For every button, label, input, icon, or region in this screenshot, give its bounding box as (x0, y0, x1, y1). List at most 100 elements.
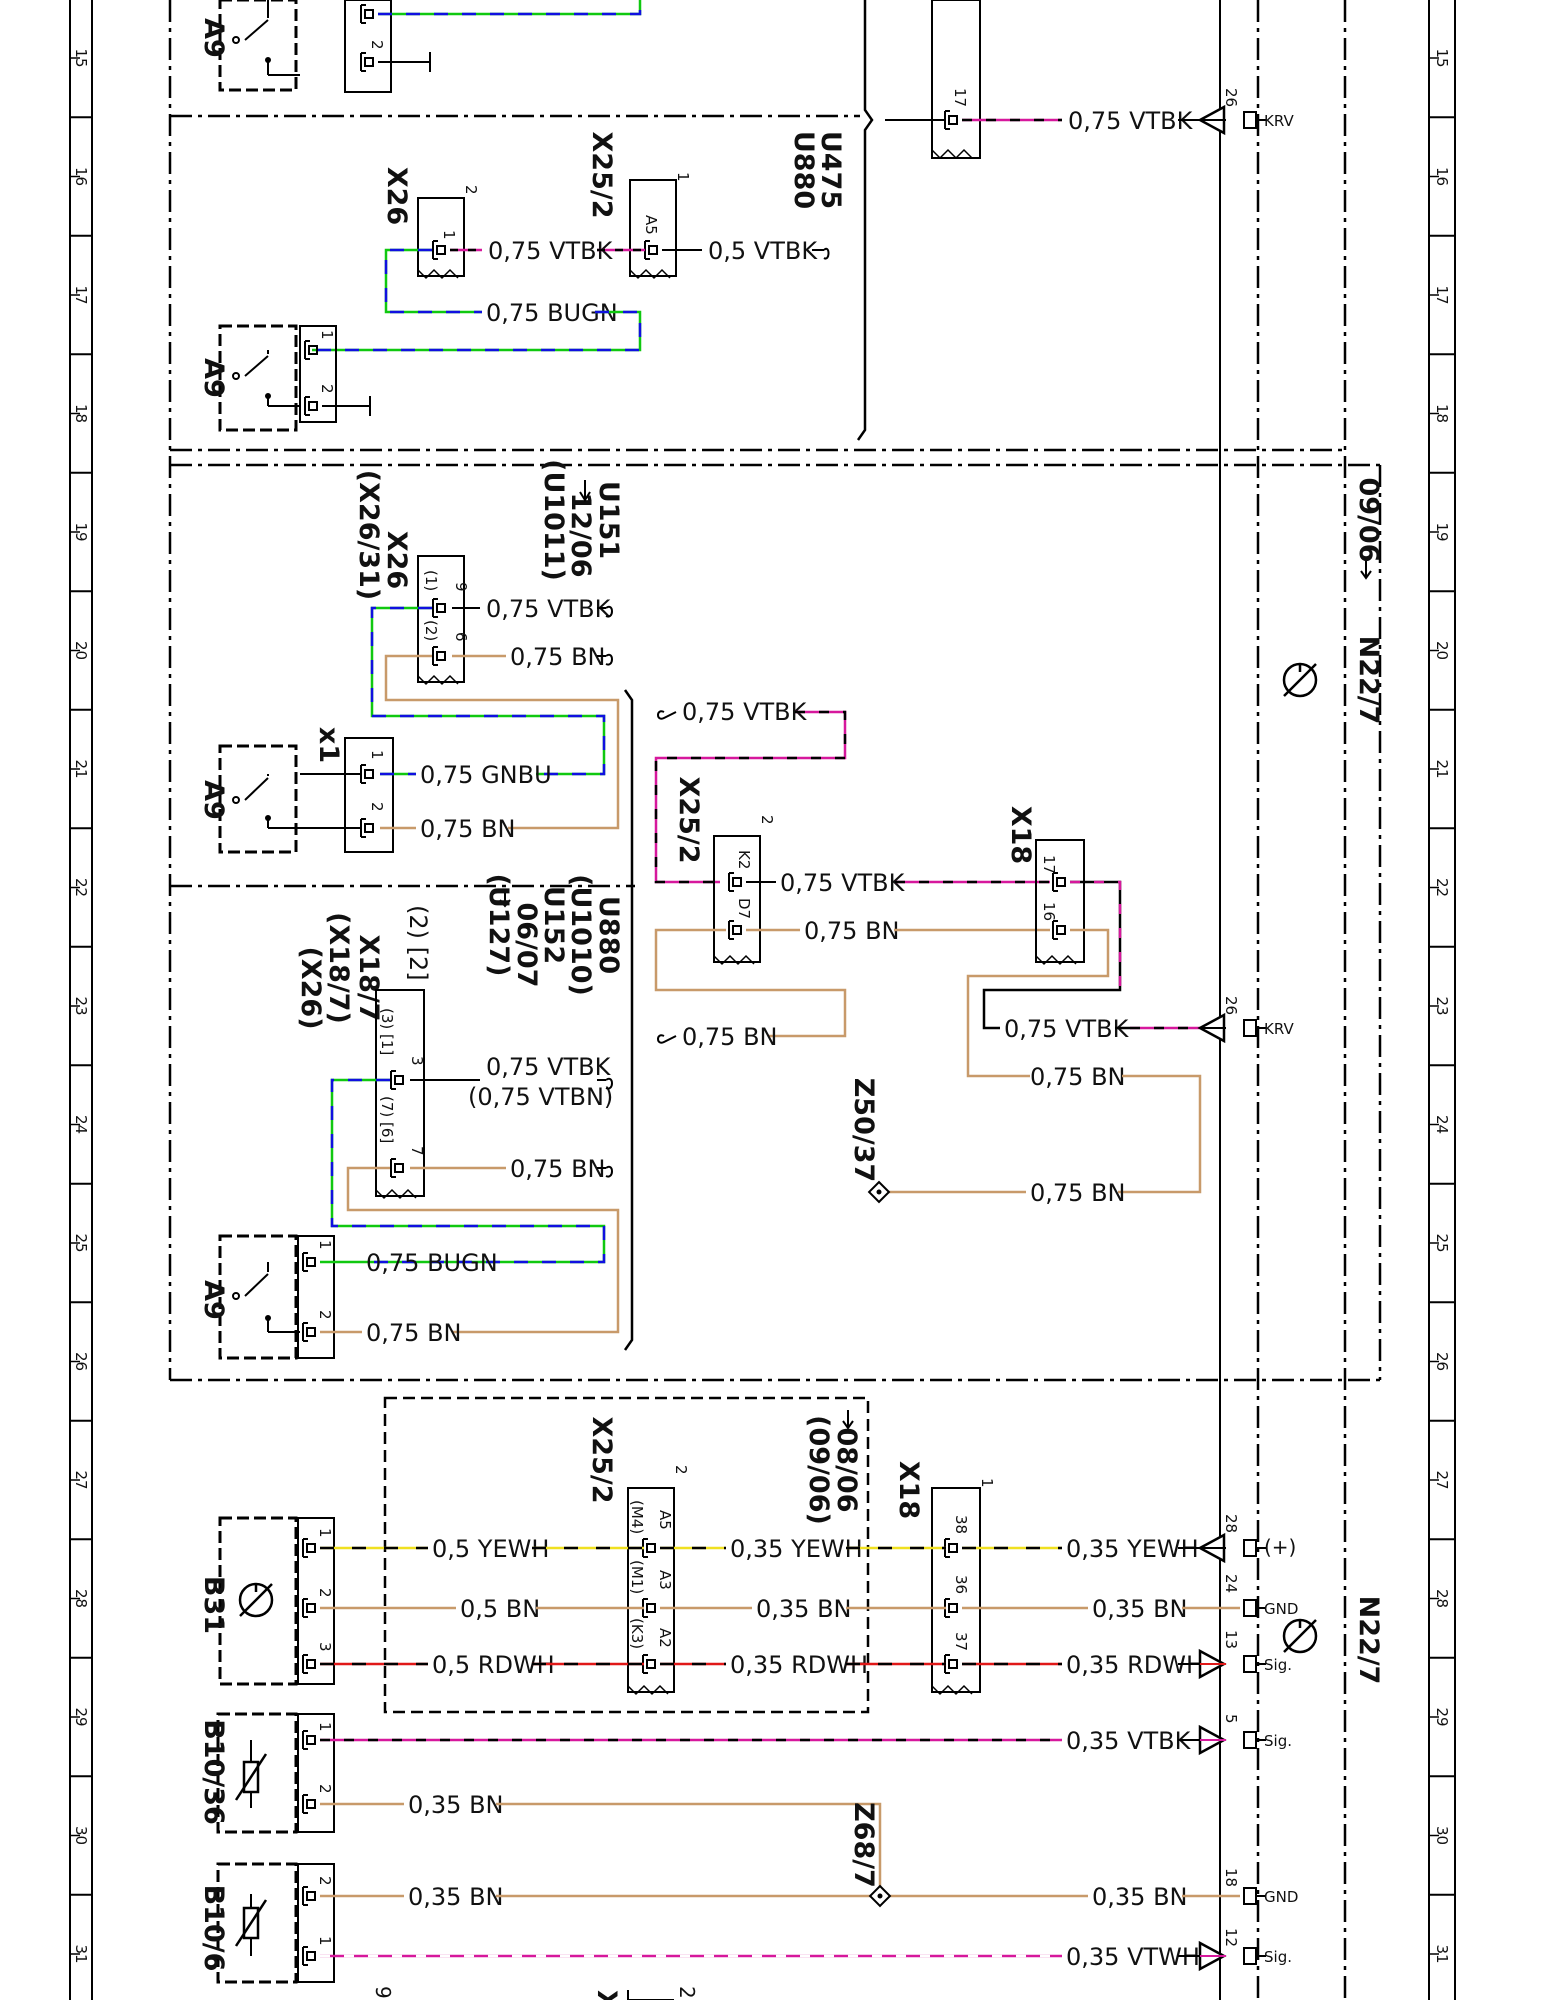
a9-switch-15 (218, 0, 300, 92)
signal-label: Sig. (1264, 1656, 1292, 1674)
u475-label: U475 (815, 131, 846, 209)
pin-label: (2) (422, 620, 440, 641)
signal-label: GND (1264, 1600, 1298, 1618)
wire-label: 0,35 RDWH (730, 1651, 868, 1679)
wire-label: 0,75 BN (1030, 1179, 1125, 1207)
wire-label: 0,75 VTBK (488, 237, 614, 265)
ruler-row-number: 25 (1433, 1233, 1451, 1252)
wire-label: 0,75 BN (1030, 1063, 1125, 1091)
ruler-row-number: 23 (1433, 996, 1451, 1015)
wire-label: 0,35 BN (408, 1791, 503, 1819)
wire-label: 0,75 VTBK (1004, 1015, 1130, 1043)
right-ruler (1428, 0, 1456, 2000)
u127-label: (U127) (483, 874, 514, 977)
a9-switch-17 (218, 324, 300, 432)
wire-label: (0,75 VTBN) (468, 1083, 613, 1111)
u880-label: U880 (788, 131, 819, 209)
x18-connector-27 (931, 1487, 981, 1693)
b10-36-label: B10/36 (198, 1719, 229, 1825)
signal-input-icon (1198, 1013, 1228, 1043)
pin-label: A2 (656, 1628, 674, 1648)
pin-label: 13 (1222, 1630, 1240, 1649)
signal-output-icon (1198, 1648, 1227, 1680)
ruler-tick (70, 1597, 1455, 1659)
wire-label: 0,75 BN (510, 1155, 605, 1183)
wire-label: 0,75 BN (420, 815, 515, 843)
ruler-row-number: 20 (1433, 641, 1451, 660)
ruler-tick (70, 294, 1455, 356)
ruler-tick (70, 1834, 1455, 1896)
pin-label: (K3) (628, 1618, 646, 1649)
pin-label: 17 (951, 88, 969, 107)
wire-label: 0,35 BN (756, 1595, 851, 1623)
pin-label: 9 (452, 582, 470, 592)
wire-label: 0,75 GNBU (420, 761, 552, 789)
x18-7-connector (375, 989, 425, 1197)
x26-31-label: (X26/31) (353, 470, 384, 601)
pin-label: (M1) (628, 1560, 646, 1594)
pin-label: 9 (371, 1986, 395, 1999)
pin-label: 38 (952, 1515, 970, 1534)
pin-label: 37 (952, 1632, 970, 1651)
b10-36-connector (297, 1713, 335, 1833)
wire-label: 0,35 VTWH (1066, 1943, 1200, 1971)
wire-label: 0,5 BN (460, 1595, 540, 1623)
x18-connector-21 (1035, 839, 1085, 963)
signal-input-icon (1198, 1533, 1228, 1563)
ruler-row-number: 27 (1433, 1470, 1451, 1489)
b10-6-connector (297, 1863, 335, 1983)
b31-label: B31 (198, 1576, 229, 1634)
pin-label: 1 (978, 1478, 996, 1488)
wire-label: 0,75 BN (682, 1023, 777, 1051)
pin-label: 1 (316, 1722, 334, 1732)
pin-label: 26 (1222, 88, 1240, 107)
ruler-tick (70, 1716, 1455, 1778)
signal-output-icon (1198, 1940, 1227, 1972)
pin-label: 26 (1222, 996, 1240, 1015)
ruler-tick (70, 649, 1455, 711)
pin-label: 3 (408, 1056, 426, 1066)
a9-connector-17 (299, 325, 337, 423)
ruler-row-number: 21 (72, 759, 90, 778)
wire-label: 0,35 YEWH (1066, 1535, 1199, 1563)
ruler-row-number: 28 (72, 1589, 90, 1608)
x26b-label: (X26) (295, 946, 326, 1029)
ruler-row-number: 20 (72, 641, 90, 660)
x1-label: x1 (313, 727, 344, 763)
u151-label: U151 (593, 481, 624, 559)
pin-label: 1 (318, 330, 336, 340)
b31-sensor (218, 1516, 298, 1686)
wire-label: 0,5 YEWH (432, 1535, 549, 1563)
z50-37-label: Z50/37 (848, 1078, 879, 1183)
ruler-row-number: 26 (1433, 1352, 1451, 1371)
x25-2-label-21: X25/2 (673, 776, 704, 863)
pin-label: 1 (368, 750, 386, 760)
ruler-row-number: 25 (72, 1233, 90, 1252)
ruler-row-number: 16 (72, 167, 90, 186)
pin-label: 5 (1222, 1714, 1240, 1724)
signal-label: (+) (1264, 1535, 1296, 1559)
ruler-row-number: 31 (1433, 1944, 1451, 1963)
ruler-row-number: 15 (1433, 48, 1451, 67)
pin-label: 1 (316, 1240, 334, 1250)
signal-label: Sig. (1264, 1732, 1292, 1750)
pin-label: A3 (656, 1570, 674, 1590)
wire-label: 0,35 BN (1092, 1595, 1187, 1623)
ruler-tick (70, 412, 1455, 474)
signal-output-icon (1198, 1724, 1227, 1756)
sensor-icon (1282, 1618, 1318, 1654)
wire-label: 0,35 VTBK (1066, 1727, 1192, 1755)
a9-connector-25 (297, 1235, 335, 1359)
ruler-row-number: 29 (1433, 1707, 1451, 1726)
braces (623, 0, 874, 1351)
wire-label: 0,75 VTBK (682, 698, 808, 726)
ground-point-icon (868, 1884, 892, 1908)
n22-7-ref: 09/06 (1353, 477, 1384, 562)
pin-label: 2 (318, 384, 336, 394)
wire-label: 0,5 VTBK (708, 237, 818, 265)
pin-label: 1 (440, 230, 458, 240)
pin-label: 2 (316, 1784, 334, 1794)
u1010-label: (U1010) (565, 874, 596, 996)
pin-label: 7 (408, 1146, 426, 1156)
